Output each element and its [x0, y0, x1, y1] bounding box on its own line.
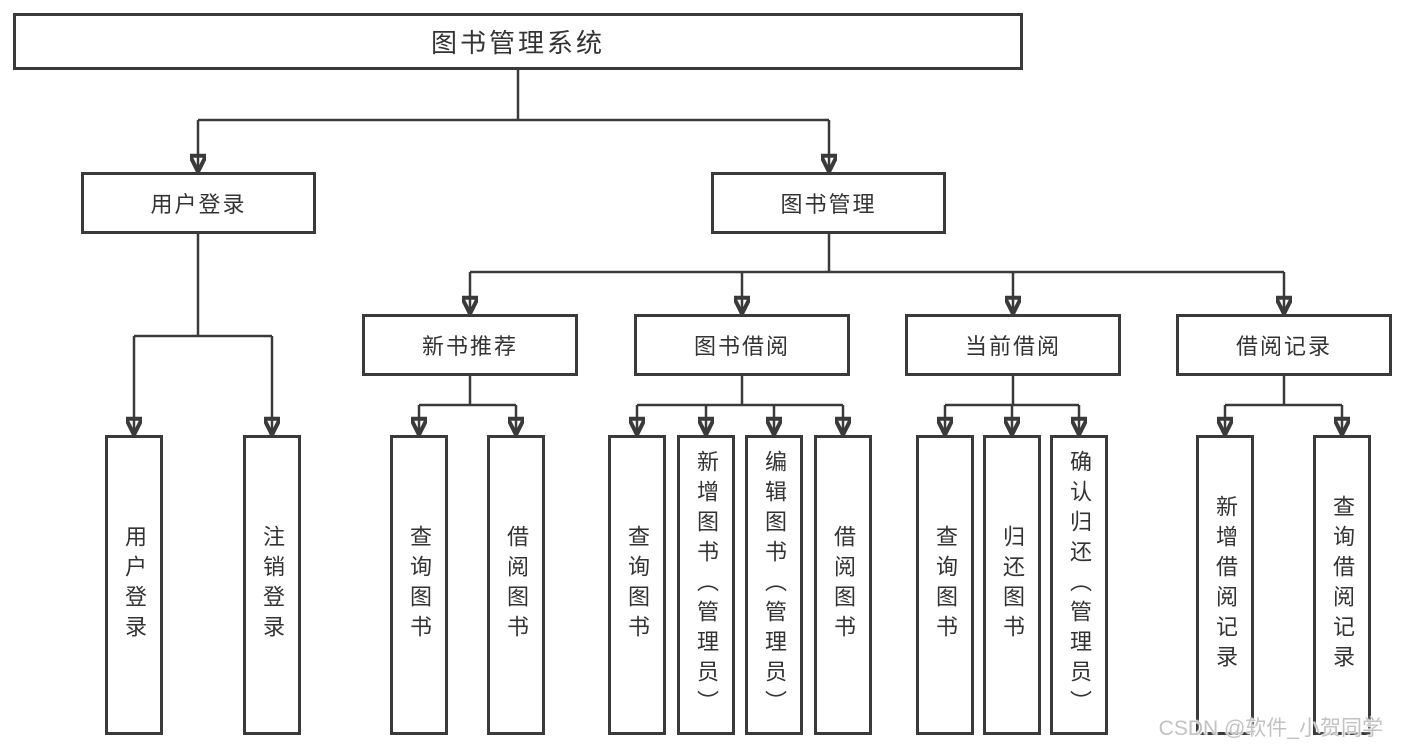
node-user-login: 用户登录	[81, 172, 316, 234]
connector-root-to-level2	[198, 70, 829, 171]
node-borrowing-records: 借阅记录	[1176, 314, 1392, 376]
leaf-newbook-borrow-books: 借阅图书	[487, 435, 545, 735]
node-root: 图书管理系统	[13, 13, 1023, 70]
leaf-borrowing-query-books: 查询图书	[608, 435, 666, 735]
leaf-logout: 注销登录	[243, 435, 301, 735]
watermark-text: CSDN @软件_小贺同学	[1158, 717, 1383, 740]
connector-new-book-children	[419, 376, 516, 434]
node-book-management: 图书管理	[711, 172, 946, 234]
connector-book-management-children	[470, 234, 1284, 313]
leaf-label: 查询图书	[625, 525, 650, 645]
leaf-records-add-record: 新增借阅记录	[1196, 435, 1254, 735]
node-new-book-recommend: 新书推荐	[362, 314, 578, 376]
connector-borrowing-children	[637, 376, 843, 434]
leaf-newbook-query-books: 查询图书	[390, 435, 448, 735]
leaf-label: 新增图书（管理员）	[694, 450, 719, 720]
connector-current-children	[945, 376, 1079, 434]
leaf-label: 确认归还（管理员）	[1067, 450, 1092, 720]
leaf-label: 查询图书	[933, 525, 958, 645]
leaf-label: 借阅图书	[831, 525, 856, 645]
leaf-current-return-books: 归还图书	[983, 435, 1041, 735]
leaf-current-confirm-return-admin: 确认归还（管理员）	[1050, 435, 1108, 735]
leaf-label: 查询图书	[407, 525, 432, 645]
node-current-borrowing: 当前借阅	[905, 314, 1121, 376]
leaf-label: 查询借阅记录	[1330, 495, 1355, 675]
leaf-label: 编辑图书（管理员）	[762, 450, 787, 720]
leaf-label: 注销登录	[260, 525, 285, 645]
connector-records-children	[1225, 376, 1342, 434]
leaf-current-query-books: 查询图书	[916, 435, 974, 735]
leaf-records-query-record: 查询借阅记录	[1313, 435, 1371, 735]
leaf-label: 用户登录	[122, 525, 147, 645]
leaf-label: 借阅图书	[504, 525, 529, 645]
leaf-user-login: 用户登录	[105, 435, 163, 735]
node-book-borrowing: 图书借阅	[634, 314, 850, 376]
leaf-label: 新增借阅记录	[1213, 495, 1238, 675]
leaf-borrowing-borrow-books: 借阅图书	[814, 435, 872, 735]
leaf-borrowing-edit-books-admin: 编辑图书（管理员）	[745, 435, 803, 735]
leaf-borrowing-add-books-admin: 新增图书（管理员）	[677, 435, 735, 735]
connector-user-login-children	[134, 234, 272, 434]
leaf-label: 归还图书	[1000, 525, 1025, 645]
